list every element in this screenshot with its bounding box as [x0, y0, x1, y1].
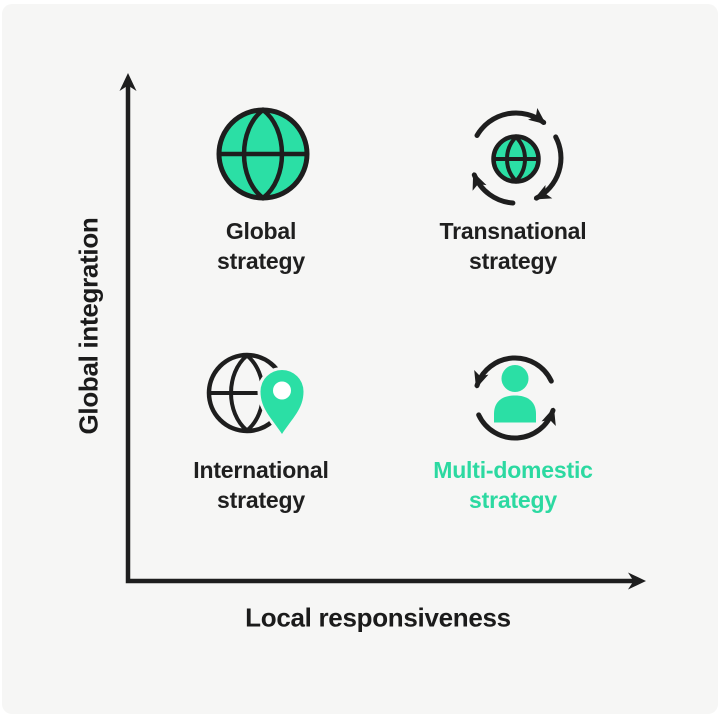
- quadrant-label-international: International strategy: [131, 455, 391, 515]
- y-axis-arrow-icon: [119, 73, 137, 91]
- quadrant-label-transnational-line2: strategy: [469, 248, 557, 274]
- quadrant-label-multi-domestic-line2: strategy: [469, 487, 557, 513]
- quadrant-label-multi-domestic: Multi-domestic strategy: [383, 455, 643, 515]
- quadrant-label-international-line2: strategy: [217, 487, 305, 513]
- quadrant-label-global-line1: Global: [225, 218, 297, 244]
- person-cycle-arrows-icon: [474, 355, 556, 441]
- quadrant-label-international-line1: International: [193, 457, 329, 483]
- y-axis-label: Global integration: [73, 217, 104, 435]
- axis-lines: [125, 85, 634, 584]
- globe-cycle-arrows-icon: [471, 107, 564, 206]
- globe-location-pin-icon: [206, 352, 307, 440]
- x-axis-label: Local responsiveness: [245, 602, 511, 633]
- quadrant-label-multi-domestic-line1: Multi-domestic: [433, 457, 593, 483]
- diagram-background: [2, 4, 718, 714]
- x-axis-arrow-icon: [628, 572, 646, 590]
- quadrant-label-global: Global strategy: [131, 216, 391, 276]
- quadrant-label-global-line2: strategy: [217, 248, 305, 274]
- globe-icon: [216, 107, 310, 201]
- quadrant-label-transnational: Transnational strategy: [383, 216, 643, 276]
- quadrant-label-transnational-line1: Transnational: [439, 218, 587, 244]
